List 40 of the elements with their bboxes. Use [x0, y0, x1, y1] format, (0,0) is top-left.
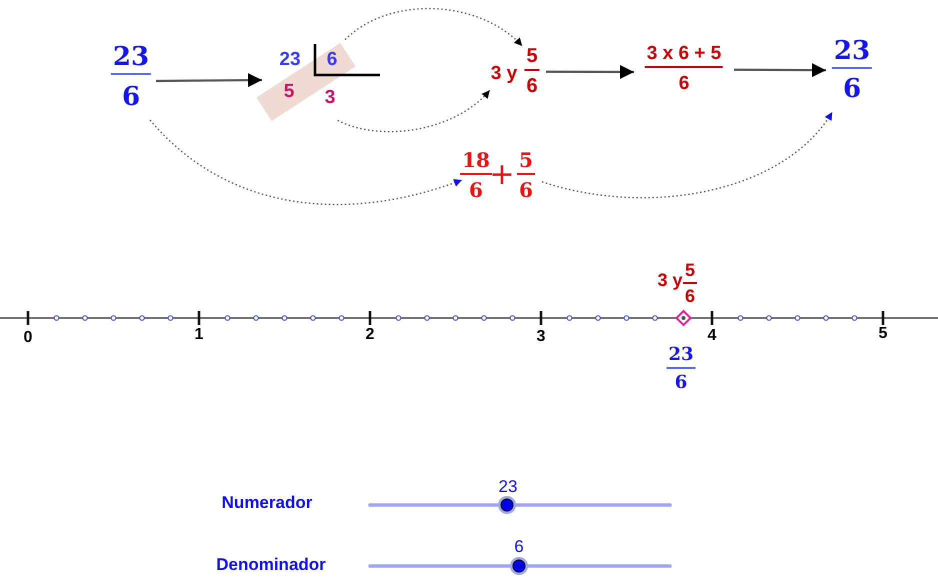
point-label: 23 — [666, 346, 696, 369]
arrow — [734, 63, 826, 78]
numerator: 3 x 6 + 5 — [644, 44, 724, 68]
numerator: 18 — [460, 150, 492, 175]
plus-sign: + — [489, 160, 515, 190]
whole-number: 3 y — [490, 64, 518, 83]
tick-label: 5 — [878, 326, 888, 342]
arrow — [337, 90, 490, 132]
denominator: 6 — [842, 76, 862, 102]
arrow — [542, 112, 833, 198]
tick-label: 0 — [24, 330, 32, 346]
denominator: 6 — [469, 180, 483, 200]
slider-value: 23 — [498, 478, 518, 495]
remainder: 5 — [284, 82, 294, 101]
slider-value: 6 — [514, 538, 524, 555]
numerator: 23 — [832, 38, 872, 69]
quotient: 3 — [324, 88, 336, 107]
numerator: 5 — [524, 46, 540, 71]
point-label: 6 — [685, 287, 695, 305]
tick-label: 3 — [536, 329, 546, 345]
divisor: 6 — [326, 50, 338, 69]
slider-label: Denominador — [216, 556, 326, 573]
denominator: 6 — [519, 180, 533, 200]
point-label: 5 — [683, 261, 697, 284]
dividend: 23 — [279, 50, 301, 69]
tick-label: 1 — [194, 327, 204, 343]
denominator: 6 — [122, 84, 140, 110]
arrow — [546, 64, 634, 79]
point-label: 6 — [674, 374, 688, 392]
tick-label: 4 — [708, 328, 716, 344]
numerator: 5 — [517, 150, 535, 175]
point-label: 3 y — [657, 271, 683, 289]
slider-label: Numerador — [222, 494, 312, 511]
tick-label: 2 — [366, 327, 374, 343]
denominator: 6 — [526, 76, 538, 96]
arrow — [150, 120, 462, 205]
arrow — [156, 73, 262, 88]
denominator: 6 — [678, 74, 690, 93]
arrow — [344, 8, 523, 46]
numerator: 23 — [110, 44, 152, 75]
